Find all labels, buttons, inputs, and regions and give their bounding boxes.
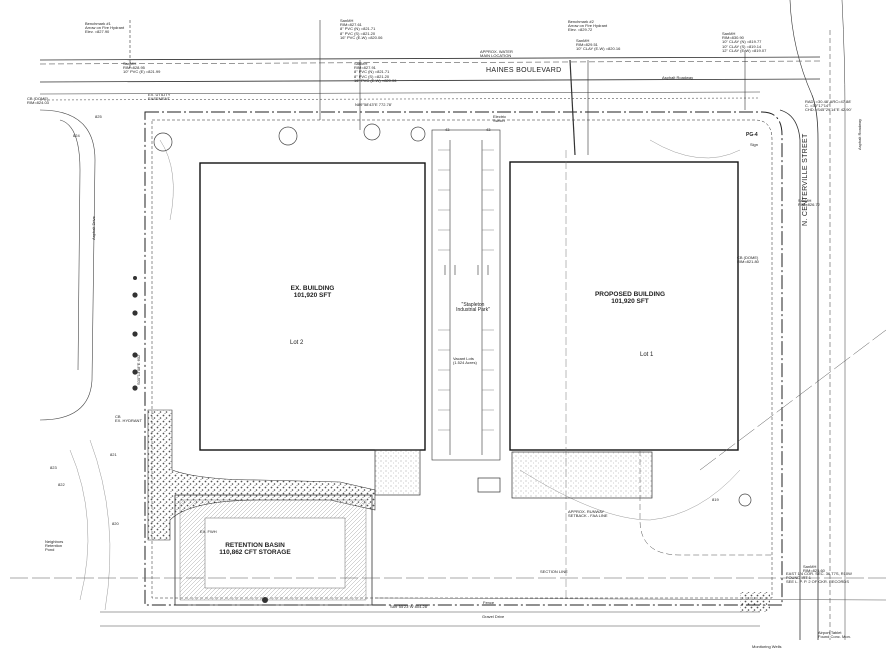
proposed-building [509,161,739,451]
monitoring-wells-label: Monitoring Wells [752,644,782,649]
haines-boulevard-label: HAINES BOULEVARD [486,67,562,74]
contour-label: 824 [73,133,80,138]
monitoring-wells [740,592,770,612]
retention-title: RETENTION BASIN [225,542,285,549]
lot-1-label: Lot 1 [640,352,654,358]
cb-left-note: CB (DOME)RIM=824.03 [27,96,49,106]
park-line-1: "Stapleton [461,302,485,308]
loading-dock-right [511,451,653,499]
centerville-street-label: N. CENTERVILLE STREET [802,133,809,226]
riprap-channel [147,409,376,541]
benchmark-1-label: Benchmark #1 Arrow on Fire Hydrant Elev.… [85,21,125,35]
section-line-label: SECTION LINE [540,569,568,574]
existing-building-name: EX. BUILDING [290,285,335,292]
proposed-building-label: PROPOSED BUILDING 101,920 SFT [575,291,685,306]
left-asphalt-drive [39,109,96,421]
utility-lines [129,20,746,156]
retention-basin-label: RETENTION BASIN 110,862 CFT STORAGE [210,542,300,557]
asphalt-roadway-right-label: Asphalt Roadway [857,118,862,150]
south-bearing-label: S89°55'23"W 804.28' [390,604,428,609]
left-shrubs [132,276,268,603]
sign-label: Sign [750,142,759,147]
trees [153,123,752,507]
centerville-street-road [779,0,846,640]
cb-right-note: CB (DOME)RIM=821.80 [737,255,759,265]
contour-label: 822 [58,482,65,487]
asphalt-drive-left-label: Asphalt Drive [91,216,96,240]
pg-tag: PG-4 [746,132,758,139]
setback-lines [10,329,886,601]
lot-2-label: Lot 2 [290,340,304,346]
existing-building-area: 101,920 SFT [293,291,332,299]
existing-building [199,162,426,451]
proposed-building-name: PROPOSED BUILDING [594,291,666,298]
dumpster-pad [477,477,501,493]
retention-storage: 110,862 CFT STORAGE [219,548,291,556]
haines-boulevard-road [39,56,821,101]
contour-label: 820 [112,521,119,526]
gravel-drive-label: Gravel Drive [482,614,505,619]
contour-label: 825 [95,114,102,119]
stall-count-left: 43 [445,127,450,132]
curve-data-label: RAD. =30.48' ARC=47.88'C. =30°17'14"CHD.… [805,99,852,113]
retention-basin [174,494,373,606]
existing-building-label: EX. BUILDING 101,920 SFT [265,285,360,300]
benchmark-2-label: Benchmark #2 Arrow on Fire Hydrant Elev.… [568,19,608,33]
proposed-building-area: 101,920 SFT [611,297,649,305]
contour-label: 823 [50,465,57,470]
west-bearing-label: S00°13'08"E 602' [136,353,141,385]
property-boundary [144,111,783,606]
stall-count-right: 43 [486,127,491,132]
contour-label: 819 [712,497,719,502]
ex-fwh-label: EX. FWH [200,529,217,534]
vacant-lots-note: Vacant Lots(1.524 Acres) [453,356,477,366]
gravel-drive [100,611,760,627]
fence-label: Fence [483,600,495,605]
loading-dock-left [374,449,421,496]
contour-label: 821 [110,452,117,457]
parking-lot [431,129,501,461]
industrial-park-label: "Stapleton Industrial Park" [450,302,496,314]
asphalt-roadway-top-label: Asphalt Roadway [662,75,694,80]
park-line-2: Industrial Park" [456,307,490,314]
north-bearing-label: N89°58'43"E 772.78' [355,102,392,107]
